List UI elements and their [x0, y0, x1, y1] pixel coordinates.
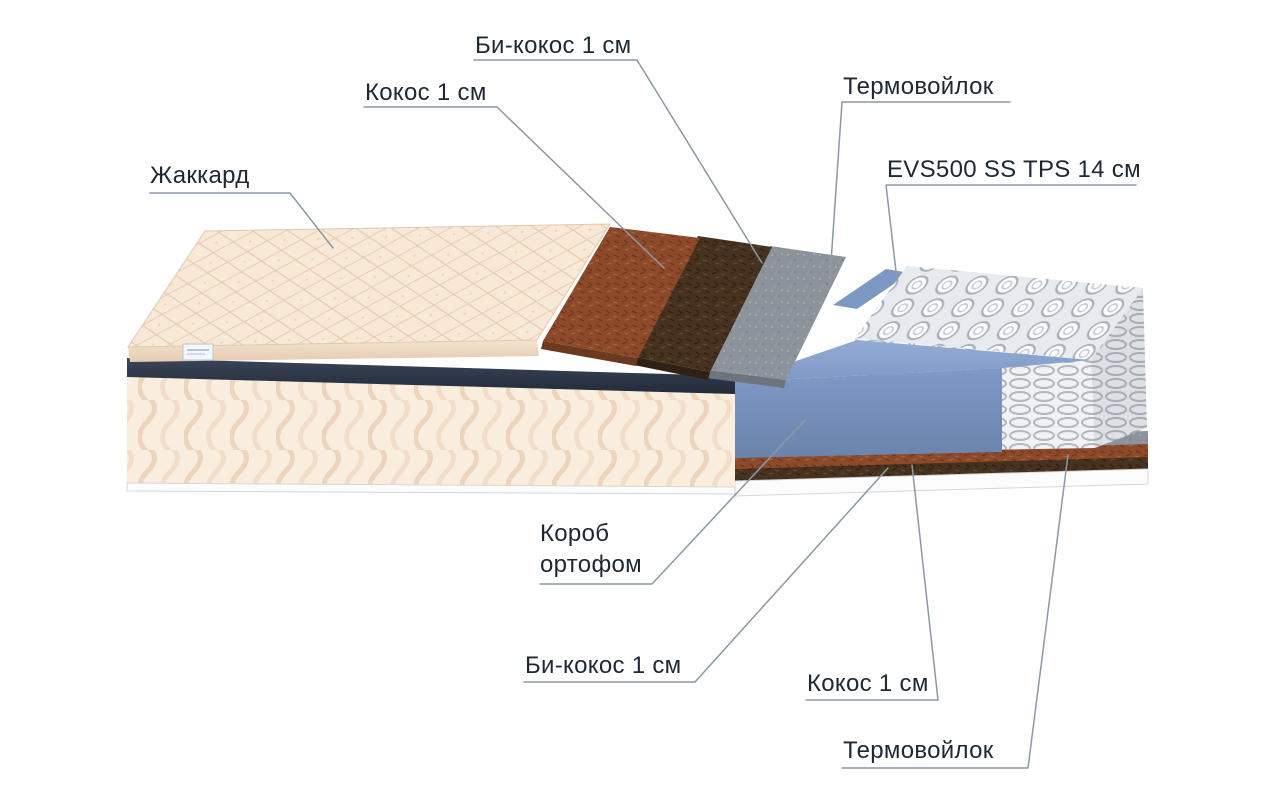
leader-bi-coconut-top — [473, 59, 763, 264]
brand-tag — [182, 343, 214, 361]
coconut-layer-top — [543, 227, 700, 358]
label-thermofelt-bottom: Термовойлок — [843, 737, 994, 764]
foam-box-top — [735, 340, 1091, 382]
jacquard-layer — [127, 223, 611, 362]
leader-springs — [885, 184, 1137, 281]
leader-foam-box — [539, 419, 806, 585]
leader-jacquard — [149, 192, 334, 249]
leader-coconut-top — [363, 106, 665, 269]
jacquard-layer-top — [127, 223, 611, 348]
label-jacquard: Жаккард — [150, 162, 250, 189]
foam-box — [735, 340, 1091, 458]
spring-right-face — [1091, 288, 1147, 448]
label-bi-coconut-bottom: Би-кокос 1 см — [525, 652, 682, 679]
label-springs: EVS500 SS TPS 14 см — [887, 156, 1141, 183]
leader-bi-coconut-bottom — [523, 467, 889, 683]
leader-thermofelt-top — [829, 101, 1011, 278]
label-coconut-bottom: Кокос 1 см — [807, 670, 929, 697]
base-top-border — [127, 358, 735, 394]
coconut-layer-bottom — [735, 444, 1148, 473]
label-bi-coconut-top: Би-кокос 1 см — [475, 32, 632, 59]
leader-thermofelt-bottom — [841, 454, 1069, 769]
mattress-base-front — [127, 374, 735, 490]
bi-coconut-top-edge — [634, 357, 710, 380]
foam-box-front — [735, 368, 1002, 458]
thermofelt-layer-top — [708, 246, 846, 380]
bi-coconut-layer-top — [636, 236, 772, 372]
spring-top-face — [855, 266, 1143, 360]
spring-right-shade — [1091, 288, 1147, 448]
coconut-top-edge — [541, 341, 638, 366]
mattress-base — [126, 358, 736, 495]
leader-lines — [149, 59, 1137, 769]
thermofelt-top-edge — [706, 370, 786, 388]
leader-coconut-bottom — [805, 464, 939, 701]
top-comfort-layers — [541, 227, 846, 388]
foam-box-back-edge — [833, 269, 910, 309]
label-coconut-top: Кокос 1 см — [365, 79, 487, 106]
label-foam-box: Короб ортофом — [540, 520, 642, 579]
label-thermofelt-top: Термовойлок — [843, 73, 994, 100]
